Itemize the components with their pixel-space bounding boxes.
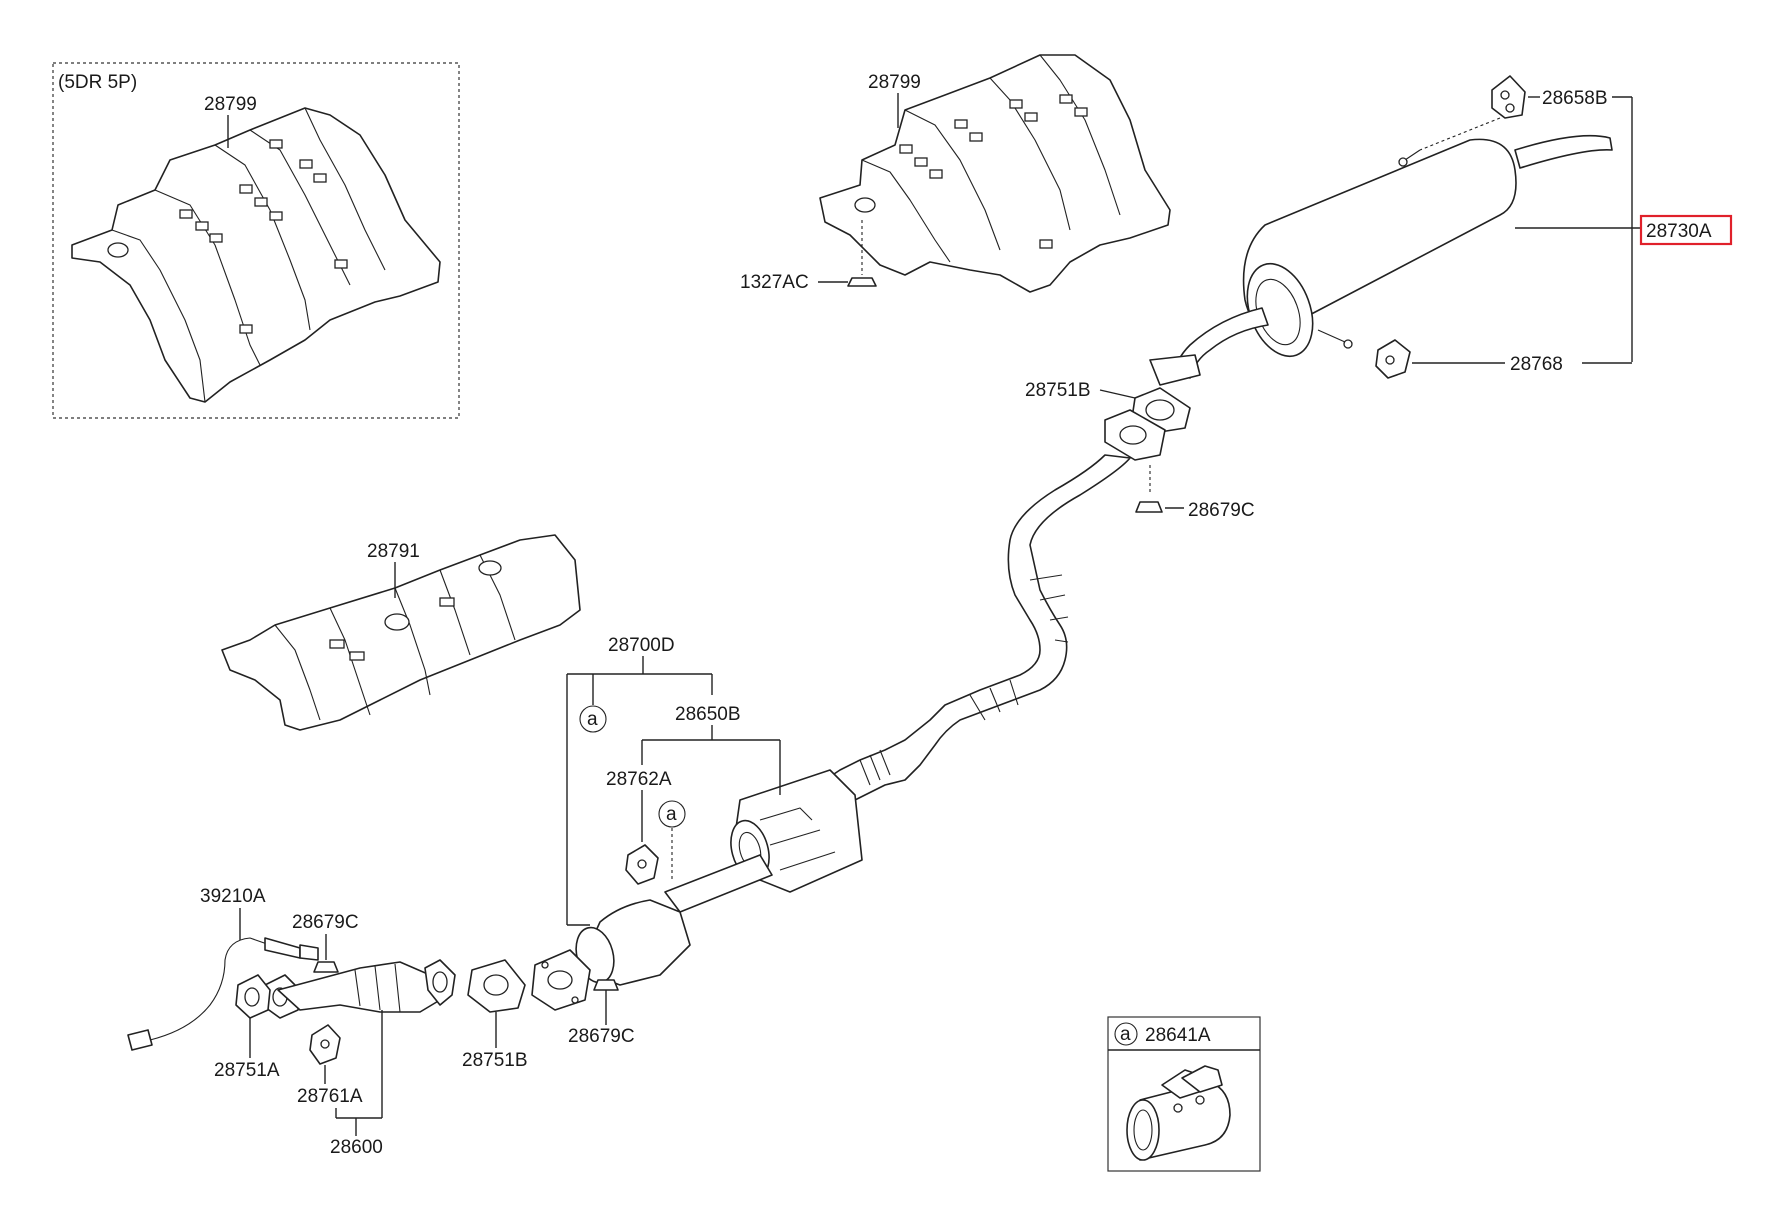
kit-box-28641A: a 28641A xyxy=(1107,1016,1261,1172)
callout-28730A-selected[interactable]: 28730A xyxy=(1639,214,1733,246)
callout-28799-variant[interactable]: 28799 xyxy=(204,94,257,115)
callout-28650B[interactable]: 28650B xyxy=(675,704,741,725)
callout-1327AC[interactable]: 1327AC xyxy=(740,272,809,293)
callout-28751A[interactable]: 28751A xyxy=(214,1060,280,1081)
catalytic-converter-drawing xyxy=(531,769,863,1011)
callout-39210A[interactable]: 39210A xyxy=(200,886,266,907)
front-pipe-drawing xyxy=(235,959,456,1019)
variant-inset-box: (5DR 5P) 28799 xyxy=(52,62,460,419)
kit-part-number[interactable]: 28641A xyxy=(1145,1025,1211,1046)
reference-marker-label: a xyxy=(587,709,598,730)
callout-28751B-upper[interactable]: 28751B xyxy=(1025,380,1091,401)
hanger-28762A-drawing xyxy=(625,844,659,885)
callout-28600[interactable]: 28600 xyxy=(330,1137,383,1158)
nut-1327AC-drawing xyxy=(847,220,877,287)
reference-marker-a-lower: a xyxy=(579,674,607,733)
callout-28751B-lower[interactable]: 28751B xyxy=(462,1050,528,1071)
callout-28761A[interactable]: 28761A xyxy=(297,1086,363,1107)
selection-highlight-box xyxy=(1639,214,1733,246)
reference-marker-a-upper: a xyxy=(658,800,686,880)
callout-28658B[interactable]: 28658B xyxy=(1542,88,1608,109)
heat-shield-main-drawing xyxy=(819,54,1171,293)
callout-28679C-left[interactable]: 28679C xyxy=(292,912,359,933)
pipe-clamp-drawing xyxy=(1126,1065,1231,1161)
rear-muffler-drawing xyxy=(1149,134,1613,386)
nut-28679C-lower-drawing xyxy=(593,979,619,991)
heat-shield-variant-drawing xyxy=(71,107,441,403)
callout-28679C-lower[interactable]: 28679C xyxy=(568,1026,635,1047)
heat-shield-28791-drawing xyxy=(221,534,581,731)
callout-28799-main[interactable]: 28799 xyxy=(868,72,921,93)
hanger-28658B-drawing xyxy=(1419,75,1526,151)
reference-marker-label: a xyxy=(666,804,677,825)
kit-marker: a xyxy=(1120,1024,1131,1045)
callout-28762A[interactable]: 28762A xyxy=(606,769,672,790)
callout-28679C-upper[interactable]: 28679C xyxy=(1188,500,1255,521)
nut-28679C-left-drawing xyxy=(313,961,339,973)
callout-28700D[interactable]: 28700D xyxy=(608,635,675,656)
hanger-28761A-drawing xyxy=(309,1024,341,1065)
nut-28679C-upper-drawing xyxy=(1135,465,1163,513)
variant-label: (5DR 5P) xyxy=(58,72,137,93)
hanger-28768-drawing xyxy=(1375,339,1411,379)
callout-28791[interactable]: 28791 xyxy=(367,541,420,562)
gasket-28751B-lower-drawing xyxy=(467,959,526,1013)
oxygen-sensor-drawing xyxy=(127,937,319,1051)
callout-28730A: 28730A xyxy=(1646,221,1712,242)
callout-28768[interactable]: 28768 xyxy=(1510,354,1563,375)
